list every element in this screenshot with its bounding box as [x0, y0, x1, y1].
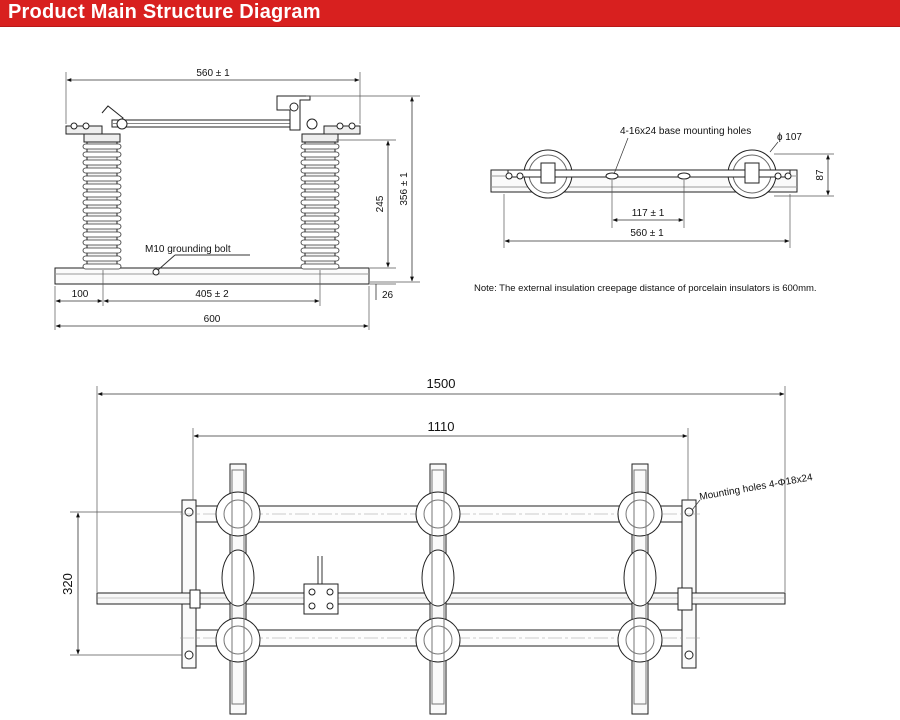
insulator-shed — [300, 215, 340, 222]
insulator-shed — [300, 175, 340, 182]
insulator-shed — [82, 175, 122, 182]
pole-2 — [415, 463, 461, 715]
dim-overall: 1500 — [427, 376, 456, 391]
right-insulator — [300, 133, 340, 270]
front-view — [54, 72, 420, 330]
insulator-shed — [300, 151, 340, 158]
insulator-shed — [82, 151, 122, 158]
dim-hole-spacing: 117 ± 1 — [632, 208, 665, 219]
insulator-shed — [300, 167, 340, 174]
insulator-shed — [300, 247, 340, 254]
top-slot-2 — [677, 172, 691, 180]
contact-bracket — [276, 95, 311, 131]
insulator-shed — [300, 207, 340, 214]
mount-hole-2 — [184, 650, 194, 660]
dim-frame: 1110 — [428, 419, 455, 434]
dim-height-total: 356 ± 1 — [399, 172, 410, 206]
plan-view — [70, 386, 786, 715]
dim-depth: 320 — [60, 573, 75, 595]
insulator-shed — [82, 231, 122, 238]
mount-hole-3 — [684, 507, 694, 517]
header-bar: Product Main Structure Diagram — [0, 0, 900, 27]
pole-3 — [617, 463, 663, 715]
insulator-shed — [300, 191, 340, 198]
insulator-shed — [300, 223, 340, 230]
dim-width-top: 560 ± 1 — [196, 68, 230, 79]
frame-right — [681, 499, 697, 669]
dim-base-thickness: 26 — [382, 290, 394, 301]
left-insulator — [82, 133, 122, 270]
insulator-shed — [82, 207, 122, 214]
dim-left-offset: 100 — [72, 289, 89, 300]
insulator-shed — [300, 231, 340, 238]
insulator-shed — [82, 191, 122, 198]
insulator-shed — [300, 159, 340, 166]
page-title: Product Main Structure Diagram — [8, 1, 321, 23]
label-plan-mounting-holes: Mounting holes 4-Φ18x24 — [699, 472, 814, 503]
insulator-shed — [82, 247, 122, 254]
dim-width-top-view: 560 ± 1 — [630, 228, 664, 239]
dim-insulator-height: 245 — [375, 195, 386, 212]
insulator-shed — [82, 159, 122, 166]
insulator-shed — [300, 263, 340, 270]
dim-insulator-spacing: 405 ± 2 — [195, 289, 229, 300]
top-view — [490, 137, 834, 248]
insulator-shed — [82, 183, 122, 190]
insulator-shed — [82, 223, 122, 230]
label-grounding-bolt: M10 grounding bolt — [145, 244, 231, 255]
mount-hole-4 — [684, 650, 694, 660]
operating-mechanism — [303, 556, 339, 615]
insulator-shed — [82, 255, 122, 262]
insulator-shed — [300, 199, 340, 206]
dim-height-top: 87 — [815, 169, 826, 181]
insulator-shed — [300, 183, 340, 190]
insulator-shed — [300, 239, 340, 246]
insulator-shed — [82, 143, 122, 150]
insulator-shed — [82, 167, 122, 174]
insulator-shed — [300, 143, 340, 150]
grounding-bolt — [152, 268, 160, 276]
frame-left — [181, 499, 197, 669]
mount-hole-1 — [184, 507, 194, 517]
insulator-shed — [82, 239, 122, 246]
insulator-shed — [82, 263, 122, 270]
base-plate — [54, 267, 370, 285]
dim-diameter: ɸ 107 — [777, 132, 802, 143]
pole-1 — [215, 463, 261, 715]
insulator-shed — [82, 199, 122, 206]
insulator-shed — [300, 255, 340, 262]
insulator-shed — [82, 215, 122, 222]
label-base-mounting-holes: 4-16x24 base mounting holes — [620, 126, 751, 137]
creepage-note: Note: The external insulation creepage d… — [474, 283, 817, 294]
top-slot-1 — [605, 172, 619, 180]
dim-base-length: 600 — [204, 314, 221, 325]
